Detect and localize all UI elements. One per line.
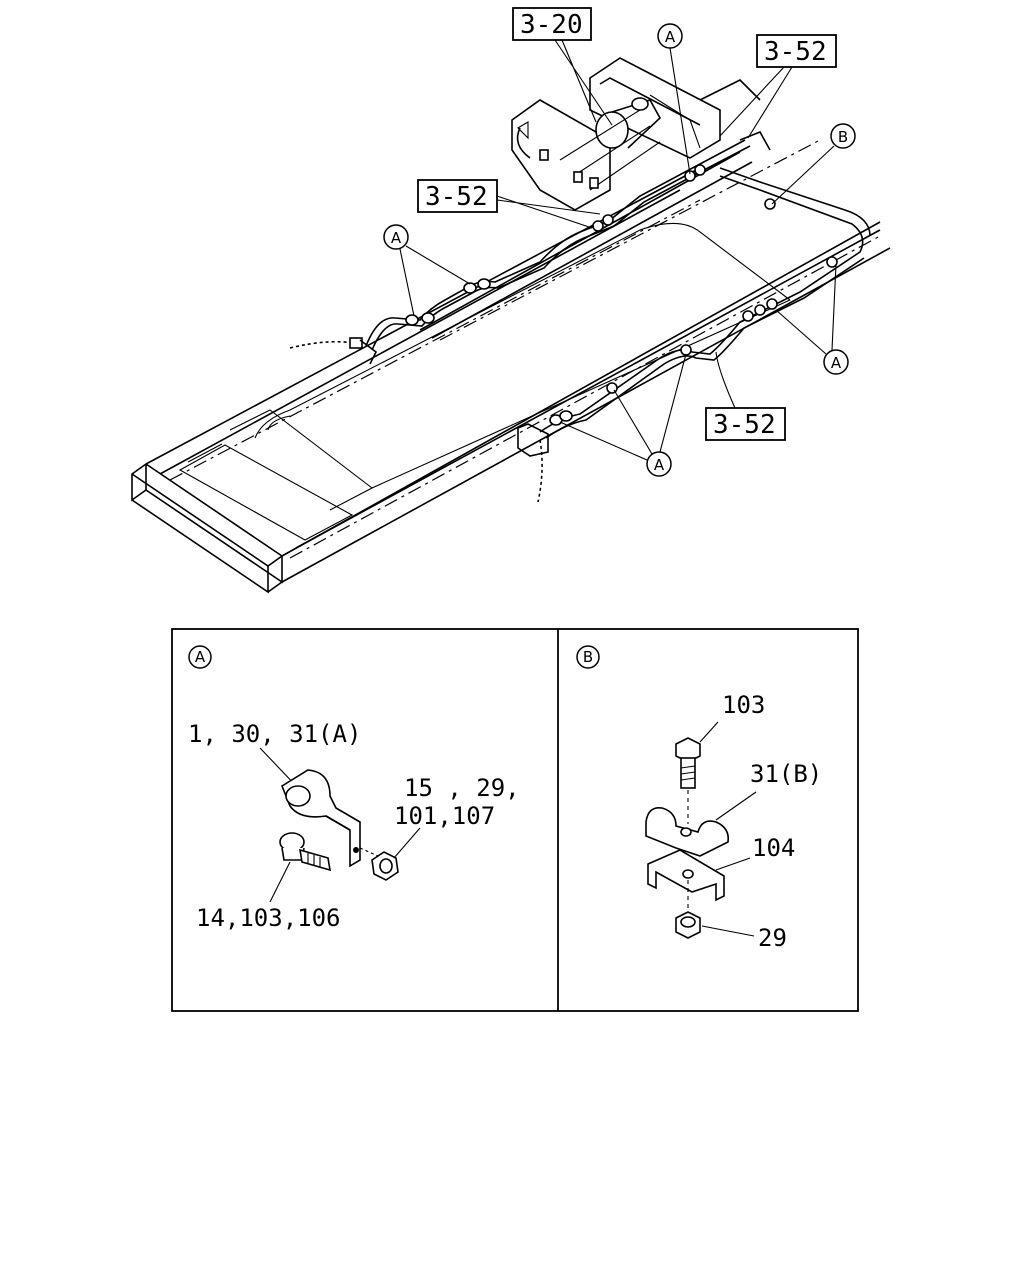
- bolt-b-part: [675, 737, 701, 824]
- reference-3-52-low: 3-52: [705, 351, 786, 441]
- transfer-assembly: [511, 57, 761, 211]
- clip-a-part: [281, 769, 379, 868]
- reference-3-20: 3-20: [512, 7, 613, 126]
- detail-a-clip-label: 1, 30, 31(A): [188, 720, 361, 748]
- bolt-a-part: [279, 832, 331, 872]
- ref-3-52-mid-text: 3-52: [425, 182, 488, 212]
- detail-b-bolt-label: 103: [722, 691, 765, 719]
- marker-a-bottom: A: [559, 353, 687, 477]
- ref-3-20-text: 3-20: [520, 10, 583, 40]
- marker-a-left: A: [383, 224, 471, 317]
- detail-a-bolt-label: 14,103,106: [196, 904, 341, 932]
- marker-a-right-text: A: [831, 354, 842, 372]
- ref-3-52-low-text: 3-52: [713, 410, 776, 440]
- marker-a-left-text: A: [391, 229, 402, 247]
- clip-b-part: [645, 806, 730, 857]
- nut-b-part: [675, 911, 701, 939]
- marker-a-right: A: [775, 263, 849, 375]
- ref-3-52-top-text: 3-52: [764, 37, 827, 67]
- marker-b-text: B: [838, 128, 848, 146]
- detail-a: A 1, 30, 31(A) 15 , 29, 101,107 14,103,1…: [188, 645, 520, 932]
- pipes-right: [517, 130, 871, 503]
- detail-b-bracket-label: 104: [752, 834, 795, 862]
- reference-3-52-top: 3-52: [719, 34, 837, 139]
- nut-a-part: [371, 851, 399, 881]
- detail-b-clip-label: 31(B): [750, 760, 822, 788]
- reference-3-52-mid: 3-52: [417, 179, 601, 229]
- marker-a-top: A: [657, 23, 691, 175]
- detail-b: B 103 31(B) 104 29: [576, 645, 822, 952]
- detail-a-nut-label-1: 15 , 29,: [404, 774, 520, 802]
- detail-b-nut-label: 29: [758, 924, 787, 952]
- chassis-frame: [131, 139, 891, 594]
- detail-a-nut-label-2: 101,107: [394, 802, 495, 830]
- marker-a-bottom-text: A: [654, 456, 665, 474]
- detail-a-title: A: [195, 648, 206, 666]
- detail-panels: [171, 628, 859, 1012]
- marker-a-top-text: A: [665, 28, 676, 46]
- detail-b-title: B: [583, 648, 593, 666]
- pipes-left: [289, 139, 751, 365]
- marker-b: B: [771, 123, 856, 205]
- bracket-b-part: [647, 849, 725, 912]
